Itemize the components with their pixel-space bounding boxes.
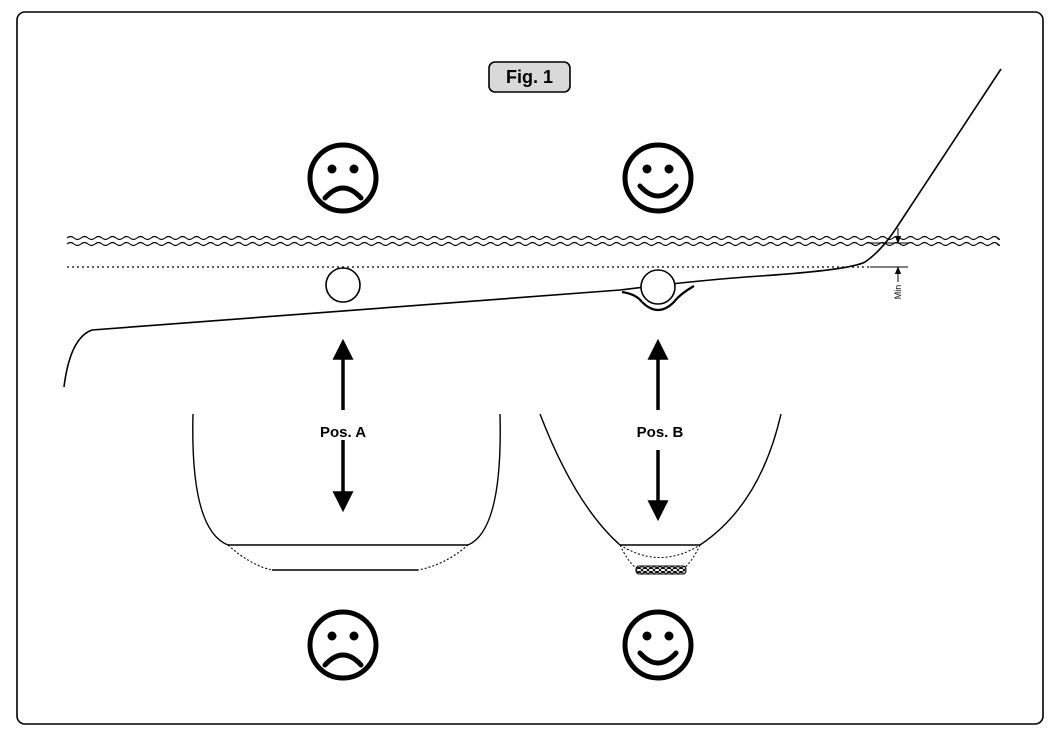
figure-title-box: Fig. 1: [488, 61, 571, 93]
drainage-mesh: [635, 565, 687, 575]
profile-b-cross-section: [539, 413, 782, 575]
figure-frame: [16, 11, 1044, 725]
water-surface-upper: [66, 235, 1001, 241]
figure-title: Fig. 1: [506, 67, 553, 87]
profile-a-cross-section: [192, 413, 501, 571]
happy-face-icon: [622, 609, 694, 681]
sad-face-icon: [307, 609, 379, 681]
sad-face-icon: [307, 142, 379, 214]
ball-position-b: [621, 269, 695, 312]
pos-b-label: Pos. B: [637, 424, 684, 441]
pos-a-label: Pos. A: [320, 424, 366, 441]
ground-profile-line: [63, 68, 1002, 388]
min-dimension-marker: Min: [868, 228, 908, 299]
happy-face-icon: [622, 142, 694, 214]
ball-position-a: [325, 267, 361, 303]
min-label: Min: [893, 285, 903, 300]
water-surface-lower: [66, 241, 1001, 247]
